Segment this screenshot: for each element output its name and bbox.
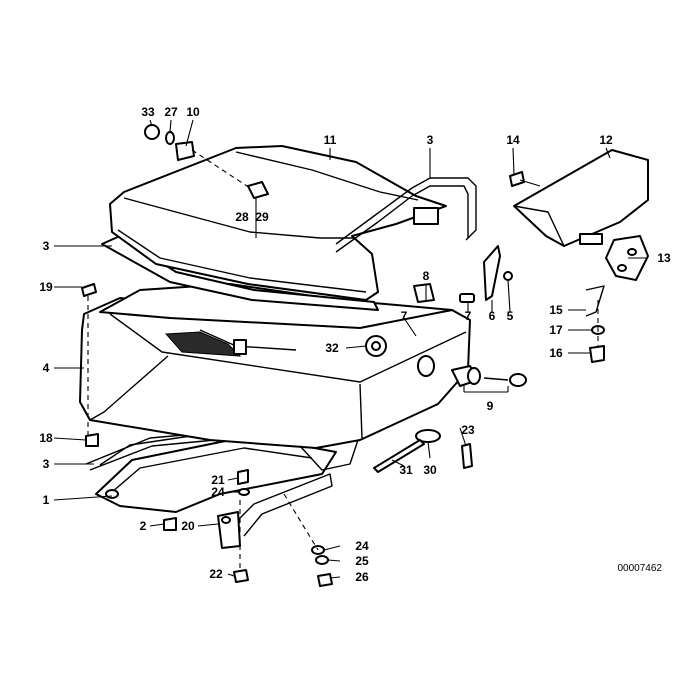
callout-5: 5 <box>507 309 514 323</box>
callout-24-lower: 24 <box>355 539 369 553</box>
callout-10: 10 <box>186 105 200 119</box>
callout-21: 21 <box>211 473 225 487</box>
callout-9: 9 <box>487 399 494 413</box>
main-box <box>79 283 471 471</box>
lid <box>109 145 447 301</box>
callout-8: 8 <box>423 269 430 283</box>
callout-14: 14 <box>506 133 520 147</box>
document-number: 00007462 <box>618 563 663 574</box>
callout-11: 11 <box>324 133 337 147</box>
callout-24-upper: 24 <box>211 485 225 499</box>
callout-22: 22 <box>209 567 223 581</box>
callout-19: 19 <box>39 280 53 294</box>
assembly-lines <box>87 149 599 572</box>
callout-15: 15 <box>549 303 563 317</box>
leader-lines <box>53 119 646 579</box>
callout-31: 31 <box>399 463 413 477</box>
callout-3-bottom: 3 <box>43 457 50 471</box>
callout-7: 7 <box>401 309 408 323</box>
callout-labels: 33 27 10 11 3 14 12 28 29 3 13 8 19 15 7… <box>39 105 671 584</box>
callout-20: 20 <box>181 519 195 533</box>
callout-18: 18 <box>39 431 53 445</box>
callout-3-middle: 3 <box>43 239 50 253</box>
callout-17: 17 <box>549 323 563 337</box>
lid-frame <box>335 177 477 253</box>
cover-part-12 <box>513 149 649 247</box>
callout-2: 2 <box>140 519 147 533</box>
callout-32: 32 <box>325 341 339 355</box>
callout-4: 4 <box>43 361 50 375</box>
small-parts <box>81 124 605 587</box>
callout-7b: 7 <box>465 309 472 323</box>
callout-3-top: 3 <box>427 133 434 147</box>
callout-12: 12 <box>599 133 613 147</box>
hinge-plate <box>605 235 649 281</box>
callout-23: 23 <box>461 423 475 437</box>
callout-26: 26 <box>355 570 369 584</box>
callout-28: 28 <box>235 210 249 224</box>
callout-6: 6 <box>489 309 496 323</box>
callout-29: 29 <box>255 210 269 224</box>
callout-30: 30 <box>423 463 437 477</box>
callout-33: 33 <box>141 105 155 119</box>
callout-16: 16 <box>549 346 563 360</box>
callout-1: 1 <box>43 493 50 507</box>
callout-27: 27 <box>164 105 178 119</box>
callout-13: 13 <box>657 251 671 265</box>
callout-25: 25 <box>355 554 369 568</box>
